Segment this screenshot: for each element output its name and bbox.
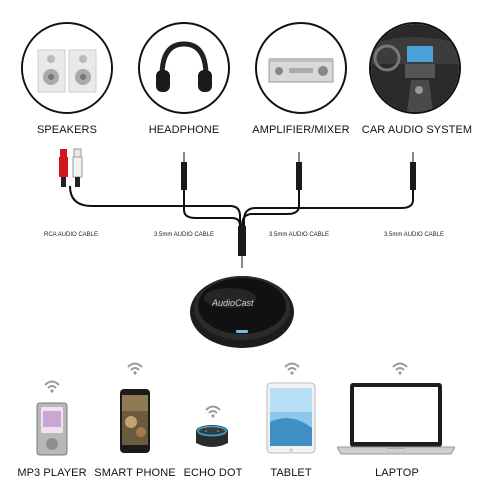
headphone-label: HEADPHONE [148, 124, 220, 136]
speakers-icon [23, 24, 111, 112]
device-label-smartphone: SMART PHONE [94, 467, 176, 479]
smartphone-icon [120, 389, 150, 453]
jack-hub [238, 226, 246, 268]
amplifier-label: AMPLIFIER/MIXER [252, 124, 350, 136]
hub-brand: AudioCast [212, 298, 254, 308]
speakers-circle [21, 22, 113, 114]
jack-headphone [181, 152, 187, 190]
speakers-label: SPEAKERS [36, 124, 98, 136]
wifi-icon [44, 380, 60, 393]
amplifier-icon [268, 58, 334, 83]
laptop-icon [337, 383, 455, 455]
rca-plug-red [59, 149, 68, 187]
rca-cable [69, 185, 241, 226]
audiocast-hub: AudioCast [190, 270, 294, 350]
jack-amplifier [296, 152, 302, 190]
wifi-icon [127, 362, 143, 375]
cable-label-headphone: 3.5mm AUDIO CABLE [154, 232, 215, 238]
jack-car [410, 152, 416, 190]
car-audio-circle [369, 22, 461, 114]
amplifier-circle [255, 22, 347, 114]
headphone-cable [183, 190, 241, 227]
device-label-laptop: LAPTOP [375, 467, 419, 479]
rca-plug-white [72, 148, 83, 187]
cable-label-car: 3.5mm AUDIO CABLE [384, 232, 445, 238]
headphone-icon [156, 41, 212, 92]
cable-label-rca: RCA AUDIO CABLE [44, 232, 99, 238]
device-label-mp3: MP3 PLAYER [17, 467, 87, 479]
wifi-icon [284, 362, 300, 375]
headphone-circle [138, 22, 230, 114]
wifi-icon [392, 362, 408, 375]
car-audio-label: CAR AUDIO SYSTEM [361, 124, 473, 136]
car-cable [243, 190, 414, 226]
tablet-icon [266, 382, 316, 454]
device-label-echo-dot: ECHO DOT [183, 467, 243, 479]
echo-dot-icon [196, 425, 228, 447]
mp3-player-icon [36, 402, 68, 456]
car-audio-icon [371, 24, 459, 112]
wifi-icon [205, 405, 221, 418]
cable-label-amplifier: 3.5mm AUDIO CABLE [269, 232, 330, 238]
device-label-tablet: TABLET [270, 467, 312, 479]
